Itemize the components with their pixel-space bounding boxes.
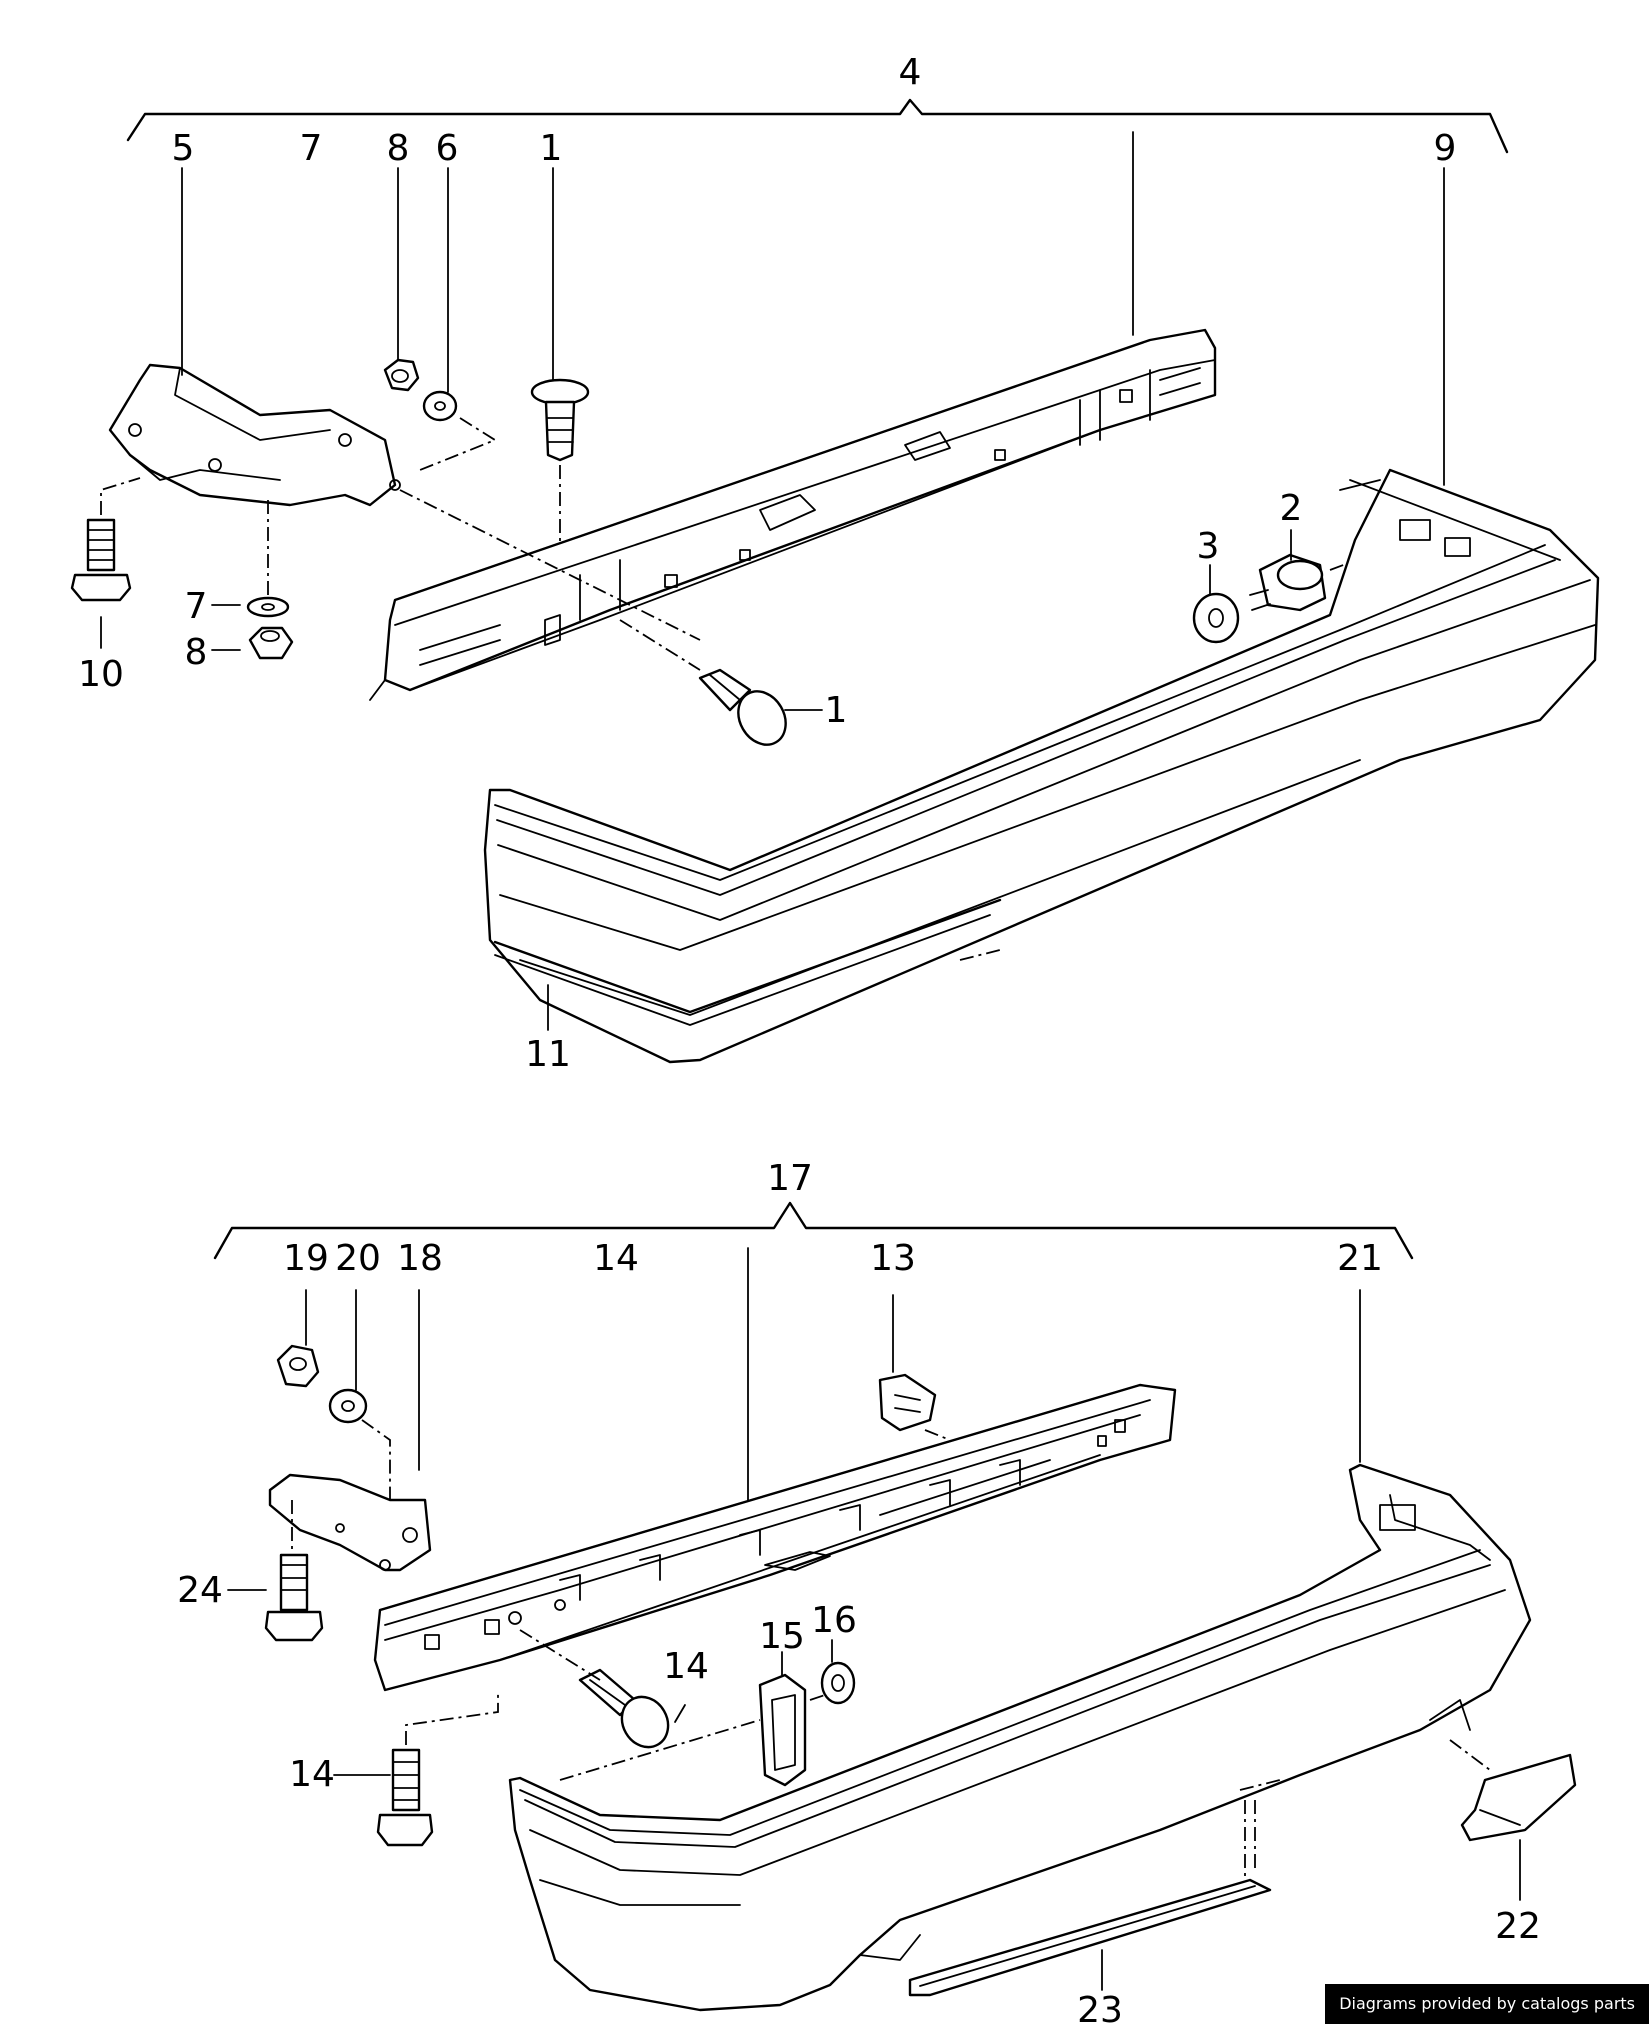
bolt-14-right (578, 1668, 670, 1749)
label-14-right: 14 (663, 1646, 709, 1687)
washer-16 (820, 1661, 856, 1705)
label-10: 10 (78, 654, 124, 695)
end-cap-22 (1460, 1753, 1577, 1842)
washer-7-lower (246, 596, 290, 618)
label-16: 16 (811, 1600, 857, 1641)
label-18: 18 (397, 1238, 443, 1279)
bolt-24 (264, 1553, 324, 1642)
label-6: 6 (436, 128, 459, 169)
label-11: 11 (525, 1034, 571, 1075)
plug-15 (758, 1673, 807, 1787)
label-19: 19 (283, 1238, 329, 1279)
washer-20 (328, 1388, 368, 1424)
label-17: 17 (767, 1158, 813, 1199)
label-1-right: 1 (825, 690, 848, 731)
label-20: 20 (335, 1238, 381, 1279)
label-4: 4 (899, 52, 922, 93)
washer-6 (422, 390, 458, 422)
label-23: 23 (1077, 1990, 1123, 2024)
bottom-assembly (213, 1201, 1577, 2012)
label-8-top: 8 (387, 128, 410, 169)
label-7-lower: 7 (185, 586, 208, 627)
label-13: 13 (870, 1238, 916, 1279)
top-leader-lines (100, 131, 1445, 1031)
label-21: 21 (1337, 1238, 1383, 1279)
impact-bar (373, 1383, 1177, 1692)
nut-8-top (383, 358, 420, 392)
label-1-top: 1 (540, 128, 563, 169)
bolt-14-lower (376, 1748, 434, 1847)
label-14-lower: 14 (289, 1754, 335, 1795)
molding-strip-11 (493, 898, 1002, 1014)
credit-banner: Diagrams provided by catalogs parts (1325, 1984, 1649, 2024)
clip-1-right (698, 668, 787, 746)
nut-8-lower (248, 626, 294, 660)
group-brace-4 (126, 98, 1509, 154)
clip-13 (878, 1373, 937, 1432)
callout-labels: 4 5 7 8 6 1 9 2 3 7 8 10 1 11 17 19 20 1… (78, 52, 1541, 2024)
label-14-top: 14 (593, 1238, 639, 1279)
label-8-lower: 8 (185, 632, 208, 673)
group-brace-17 (213, 1201, 1414, 1260)
strip-23 (908, 1878, 1272, 1997)
left-bracket (108, 363, 401, 507)
label-2: 2 (1280, 488, 1303, 529)
label-9: 9 (1434, 128, 1457, 169)
bumper-cover-bottom (508, 1463, 1532, 2012)
label-22: 22 (1495, 1906, 1541, 1947)
label-5: 5 (172, 128, 195, 169)
clip-1-top (530, 378, 590, 462)
label-15: 15 (759, 1616, 805, 1657)
label-3: 3 (1197, 526, 1220, 567)
grommet-2 (1249, 553, 1327, 612)
label-24: 24 (177, 1570, 223, 1611)
mounting-rail (369, 328, 1217, 701)
bumper-cover-top (483, 468, 1600, 1064)
top-assembly (70, 98, 1600, 1064)
bracket-18 (268, 1473, 432, 1572)
nut-19 (276, 1344, 320, 1388)
label-7-top: 7 (300, 128, 323, 169)
washer-3 (1192, 592, 1240, 644)
bottom-leader-lines (227, 1247, 1521, 1991)
bolt-10 (70, 518, 132, 602)
